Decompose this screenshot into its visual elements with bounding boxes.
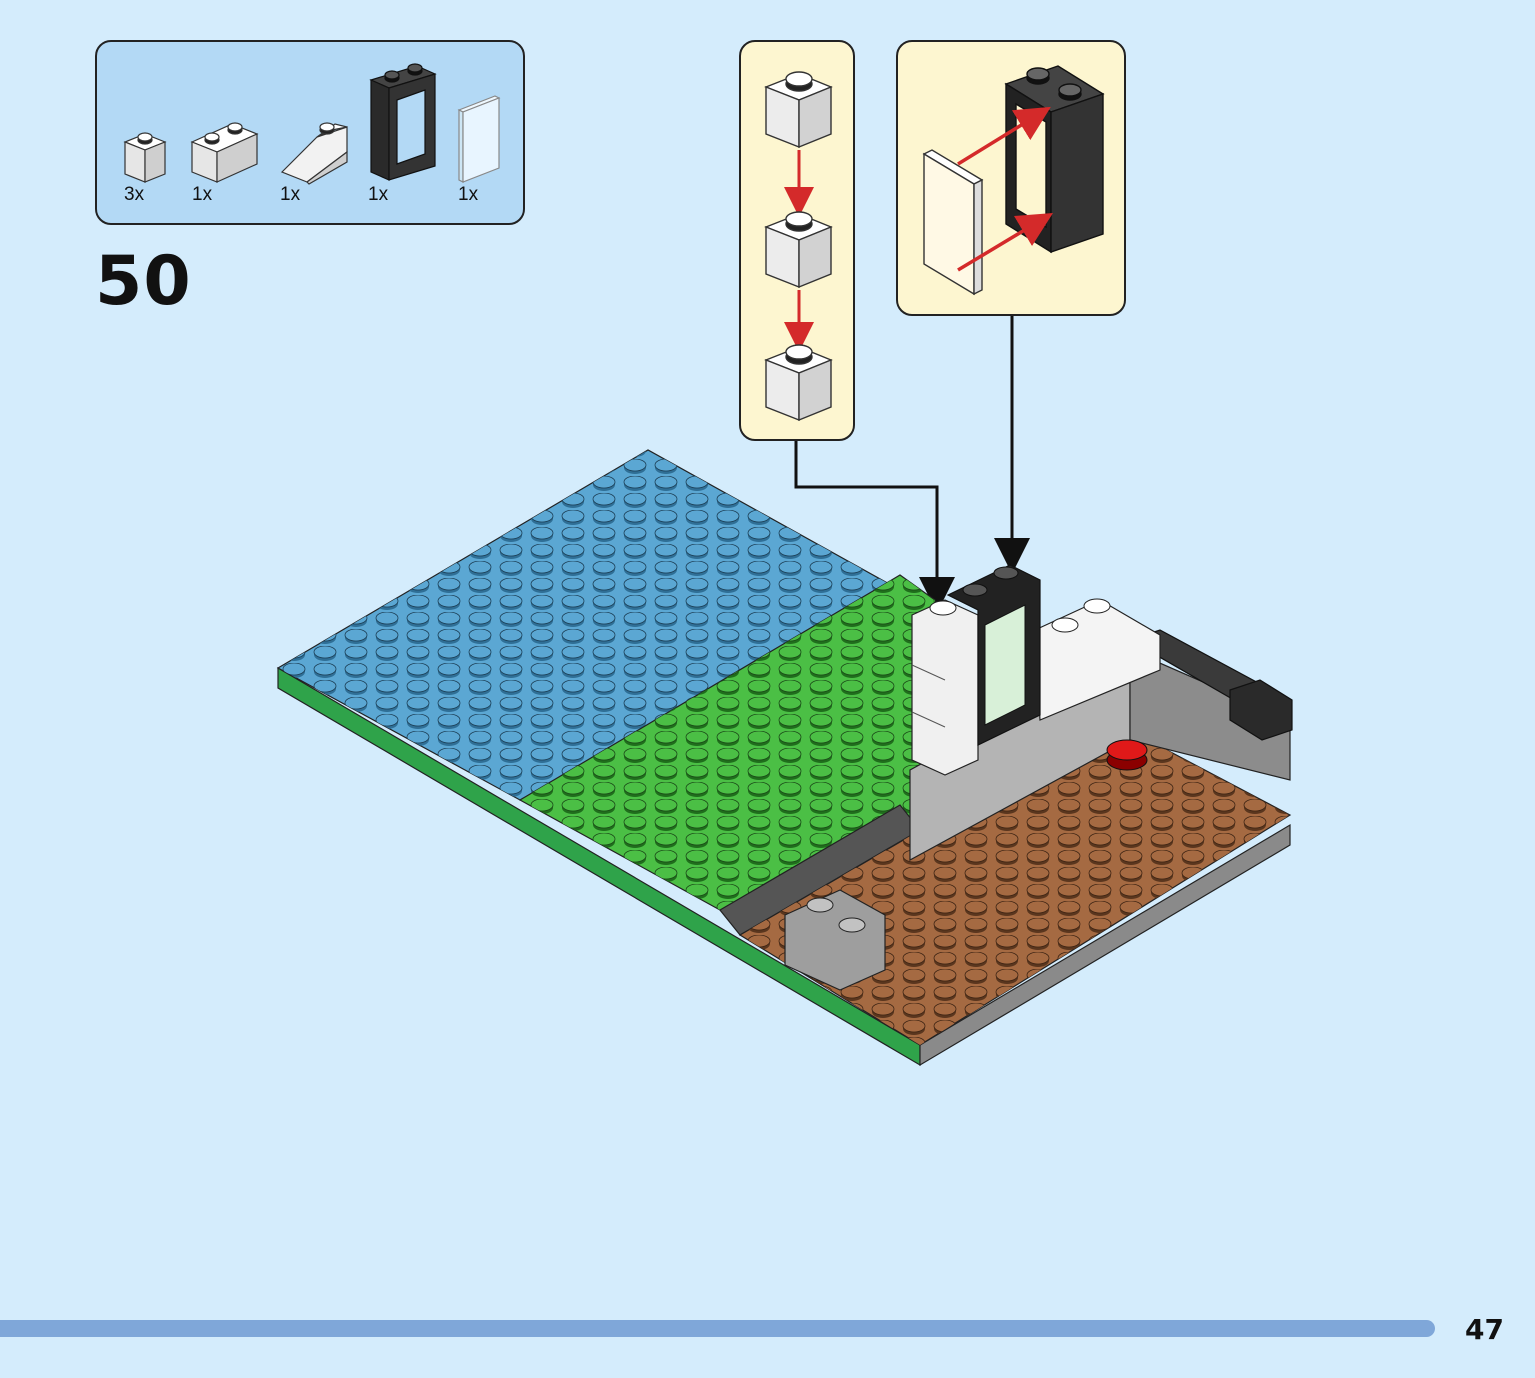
grass-studs [520,575,935,910]
part-qty-4: 1x [368,184,389,205]
baseplate-right-edge [919,823,1291,1067]
white-brick-stack [911,599,979,776]
white-stud [929,600,957,616]
callout-stack-bricks [739,40,855,441]
parts-list-illustration [123,63,501,185]
black-stud [962,583,988,597]
white-stud [1051,617,1079,633]
red-round-tile [1106,739,1148,761]
glass-pane-icon [457,95,501,183]
gray-stud [838,917,866,933]
step-number: 50 [95,242,192,321]
brick-1x1-white-icon [764,344,833,422]
callout-window-assembly [896,40,1126,316]
parts-list-box: 3x 1x 1x 1x 1x [95,40,525,225]
part-qty-1: 3x [124,184,145,205]
connector-line-stack [794,441,955,613]
arrow-insert-top [957,106,1051,166]
glass-pane-icon [922,149,984,296]
window-frame-black-icon [369,63,437,181]
arrow-insert-bottom [957,212,1054,272]
stack-bricks-illustration [764,71,833,422]
page-number: 47 [1465,1313,1504,1346]
slope-1x2-white-icon [280,122,348,185]
black-stud [993,566,1019,580]
brick-1x1-white-icon [123,132,167,183]
window-assembly-illustration [922,65,1105,296]
gray-stud [806,897,834,913]
brick-1x1-white-icon [764,71,833,149]
water-studs [278,450,900,800]
brick-1x1-white-icon [764,211,833,289]
build-scene [276,316,1293,1067]
part-qty-3: 1x [280,184,301,205]
brick-1x2-white-icon [190,122,259,183]
page-progress-bar [0,1320,1435,1337]
part-qty-2: 1x [192,184,213,205]
dark-bracket [1229,679,1293,741]
part-qty-5: 1x [458,184,479,205]
gray-brick-front [784,889,886,991]
white-stud [1083,598,1111,614]
window-glass [984,604,1026,726]
